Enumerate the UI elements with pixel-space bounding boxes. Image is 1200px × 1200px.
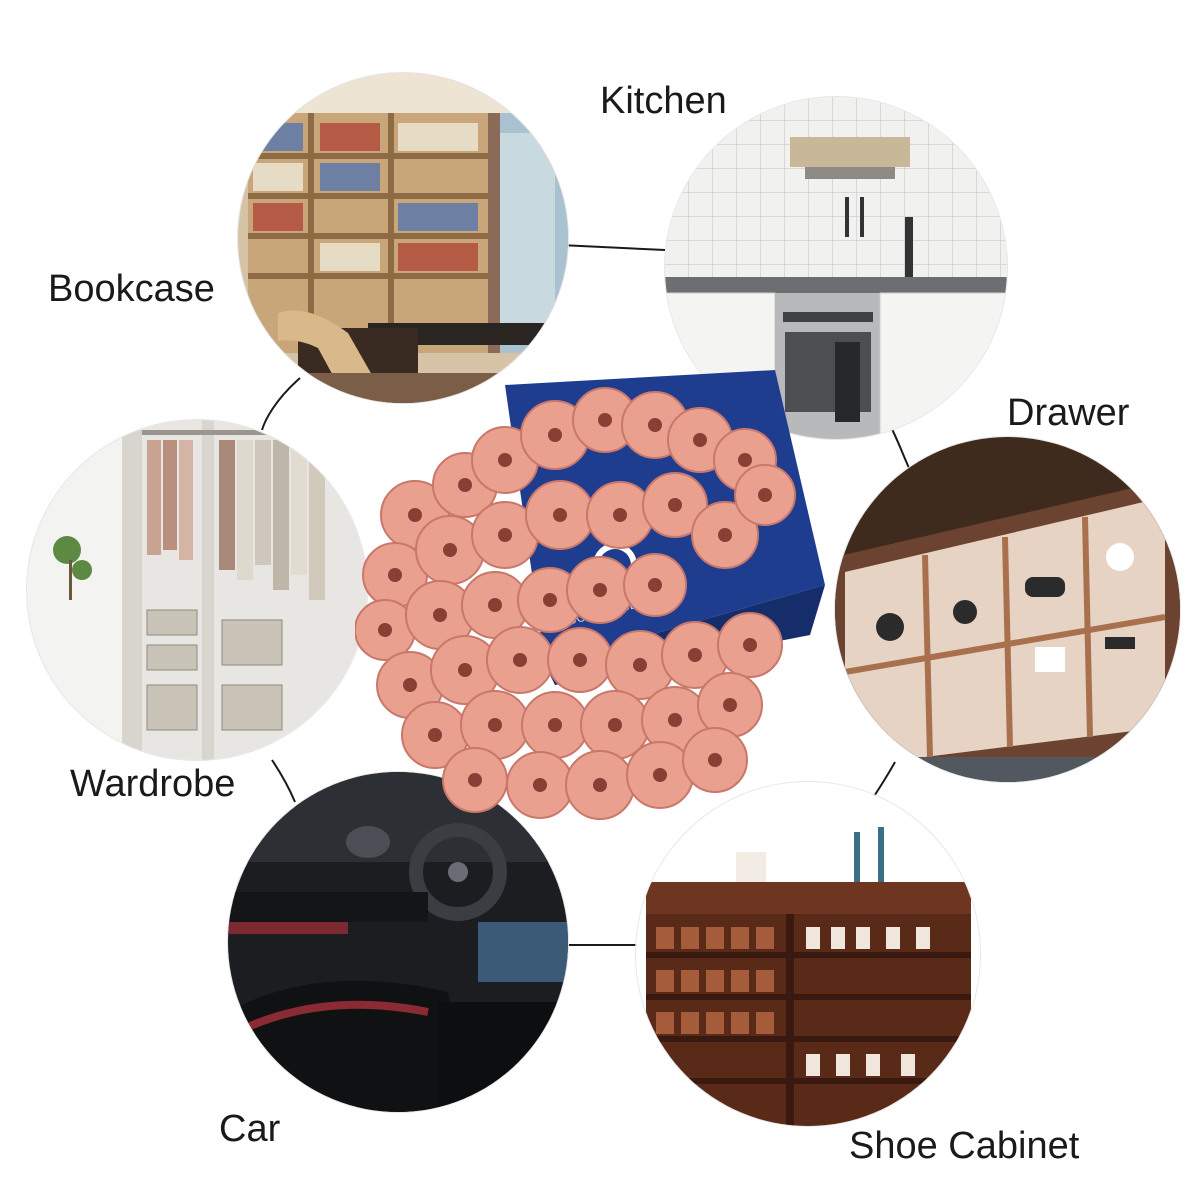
cedar-ring-hole [408, 508, 422, 522]
cedar-ring-hole [693, 433, 707, 447]
cedar-ring-hole [543, 593, 557, 607]
cedar-ring-hole [613, 508, 627, 522]
cedar-ring-hole [573, 653, 587, 667]
cedar-ring-hole [723, 698, 737, 712]
cedar-ring-hole [488, 598, 502, 612]
cedar-ring-hole [548, 718, 562, 732]
cedar-ring-hole [458, 478, 472, 492]
shoe-cabinet-photo [636, 782, 980, 1126]
cedar-ring-hole [498, 528, 512, 542]
cedar-ring-hole [378, 623, 392, 637]
cedar-ring-hole [633, 658, 647, 672]
cedar-ring-hole [653, 768, 667, 782]
cedar-ring-hole [593, 778, 607, 792]
cedar-ring-hole [388, 568, 402, 582]
connector-drawer [889, 424, 911, 471]
label-drawer: Drawer [1007, 392, 1130, 434]
cedar-ring-hole [608, 718, 622, 732]
cedar-ring-hole [648, 418, 662, 432]
cedar-ring-hole [533, 778, 547, 792]
cedar-ring-hole [458, 663, 472, 677]
cedar-ring-hole [593, 583, 607, 597]
cedar-ring-hole [428, 728, 442, 742]
cedar-ring-hole [598, 413, 612, 427]
cedar-ring-hole [553, 508, 567, 522]
bookcase-photo [238, 73, 568, 403]
cedar-ring-hole [548, 428, 562, 442]
cedar-ring-hole [668, 713, 682, 727]
label-car: Car [219, 1108, 281, 1150]
cedar-ring-hole [668, 498, 682, 512]
label-kitchen: Kitchen [600, 80, 727, 122]
cedar-rings [355, 387, 796, 820]
cedar-rings-product: ROOM SPACE [355, 365, 825, 835]
cedar-ring-hole [743, 638, 757, 652]
connector-kitchen [559, 244, 666, 251]
cedar-ring-hole [708, 753, 722, 767]
cedar-ring-hole [468, 773, 482, 787]
drawer-photo [835, 437, 1180, 782]
cedar-ring-hole [513, 653, 527, 667]
cedar-ring-hole [738, 453, 752, 467]
cedar-ring-hole [718, 528, 732, 542]
cedar-ring-hole [403, 678, 417, 692]
cedar-ring-hole [443, 543, 457, 557]
connector-bookcase [261, 377, 301, 431]
cedar-ring-hole [648, 578, 662, 592]
cedar-ring-hole [758, 488, 772, 502]
connector-wardrobe [271, 759, 296, 803]
label-wardrobe: Wardrobe [70, 763, 236, 805]
wardrobe-photo [27, 420, 367, 760]
label-bookcase: Bookcase [48, 268, 215, 310]
label-shoe-cabinet: Shoe Cabinet [849, 1125, 1080, 1167]
cedar-ring-hole [433, 608, 447, 622]
cedar-ring-hole [488, 718, 502, 732]
cedar-ring-hole [688, 648, 702, 662]
cedar-ring-hole [498, 453, 512, 467]
